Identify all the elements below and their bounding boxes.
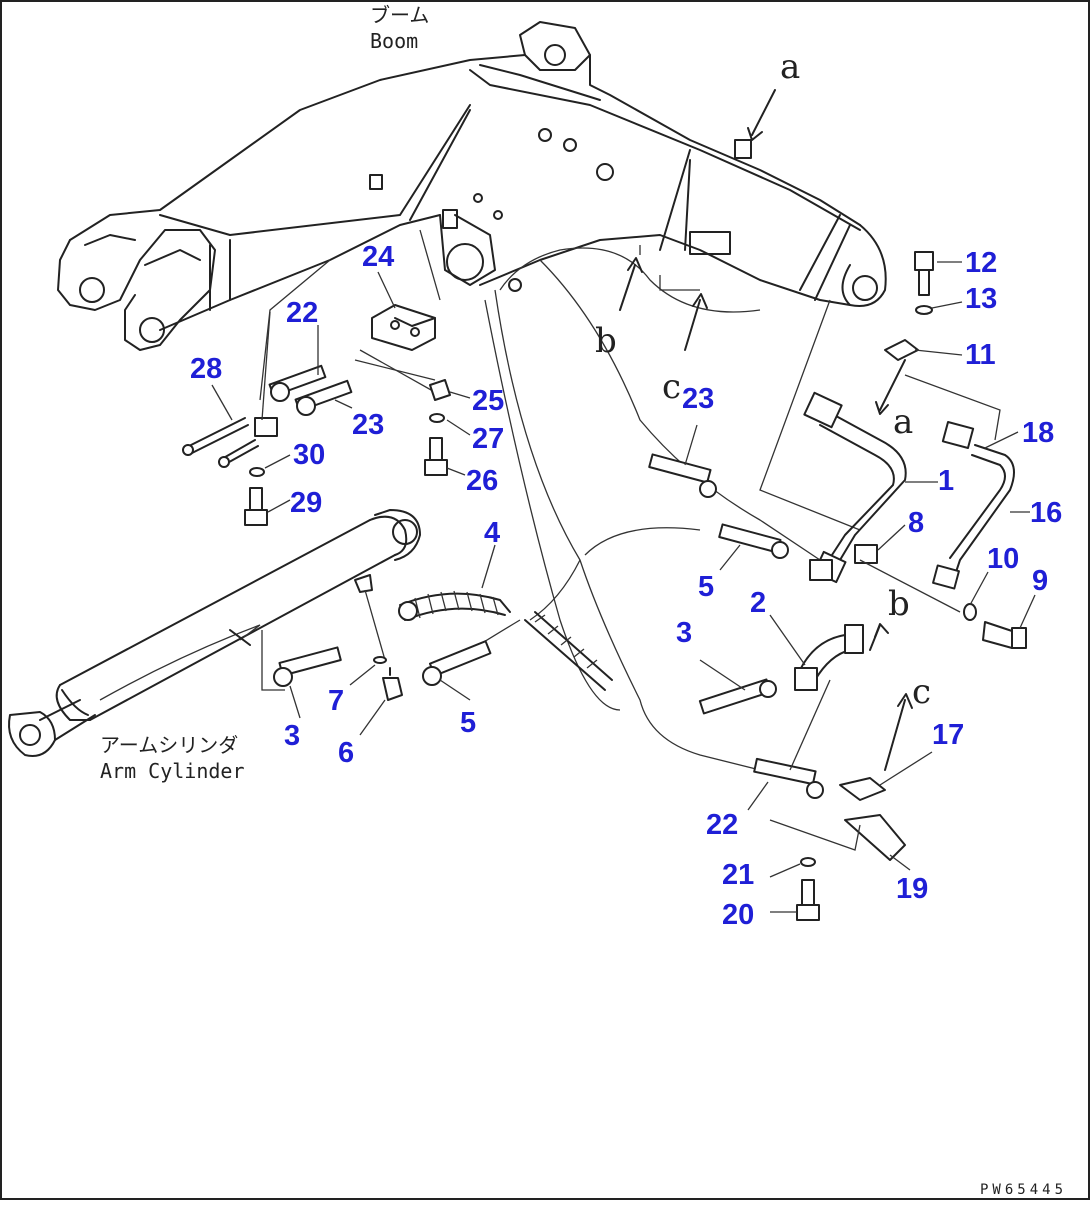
- callout-16: 16: [1030, 497, 1062, 529]
- parts-right-cluster: [619, 251, 1027, 921]
- boom-label-jp: ブーム: [370, 3, 429, 27]
- callout-29: 29: [290, 487, 322, 519]
- callout-28: 28: [190, 353, 222, 385]
- callout-6: 6: [338, 737, 354, 769]
- arm-cylinder-label-en: Arm Cylinder: [100, 759, 245, 783]
- part-callouts: 12 13 11 18 1 16 8 10 9 24 22 28 23 25 2…: [190, 241, 1062, 931]
- callout-22: 22: [286, 297, 318, 329]
- arm-cylinder-label-jp: アームシリンダ: [100, 733, 238, 757]
- boom-drawing: [57, 21, 887, 351]
- callout-30: 30: [293, 439, 325, 471]
- callout-5-left: 5: [460, 707, 476, 739]
- view-marker-c-right: c: [912, 672, 931, 712]
- arm-cylinder-drawing: [8, 509, 421, 757]
- callout-2: 2: [750, 587, 766, 619]
- callout-3-left: 3: [284, 720, 300, 752]
- leader-lines: [211, 261, 1036, 913]
- drawing-code: PW65445: [980, 1182, 1067, 1198]
- parts-center-cluster: [261, 590, 613, 701]
- boom-label-en: Boom: [370, 29, 418, 53]
- component-labels: ブーム Boom アームシリンダ Arm Cylinder PW65445: [100, 3, 1067, 1198]
- view-marker-b-left: b: [595, 321, 617, 361]
- callout-12: 12: [965, 247, 997, 279]
- callout-26: 26: [466, 465, 498, 497]
- view-marker-c-left: c: [662, 367, 681, 407]
- callout-11: 11: [965, 339, 996, 371]
- view-marker-a-right: a: [893, 402, 913, 442]
- callout-5-right: 5: [698, 571, 714, 603]
- callout-23: 23: [352, 409, 384, 441]
- view-marker-b-right: b: [888, 584, 910, 624]
- callout-7: 7: [328, 685, 344, 717]
- callout-18: 18: [1022, 417, 1054, 449]
- callout-24: 24: [362, 241, 394, 273]
- callout-22-right: 22: [706, 809, 738, 841]
- parts-left-cluster: [182, 304, 451, 526]
- view-marker-a-top: a: [780, 47, 800, 87]
- callout-27: 27: [472, 423, 504, 455]
- callout-13: 13: [965, 283, 997, 315]
- callout-9: 9: [1032, 565, 1048, 597]
- callout-20: 20: [722, 899, 754, 931]
- view-markers: a a b b c c: [595, 47, 931, 712]
- callout-3-right: 3: [676, 617, 692, 649]
- callout-4: 4: [484, 517, 500, 549]
- callout-17: 17: [932, 719, 964, 751]
- callout-19: 19: [896, 873, 928, 905]
- callout-1: 1: [938, 465, 954, 497]
- callout-25: 25: [472, 385, 504, 417]
- callout-21: 21: [722, 859, 754, 891]
- callout-8: 8: [908, 507, 924, 539]
- callout-23-center: 23: [682, 383, 714, 415]
- hose-routing: [259, 229, 861, 771]
- callout-10: 10: [987, 543, 1019, 575]
